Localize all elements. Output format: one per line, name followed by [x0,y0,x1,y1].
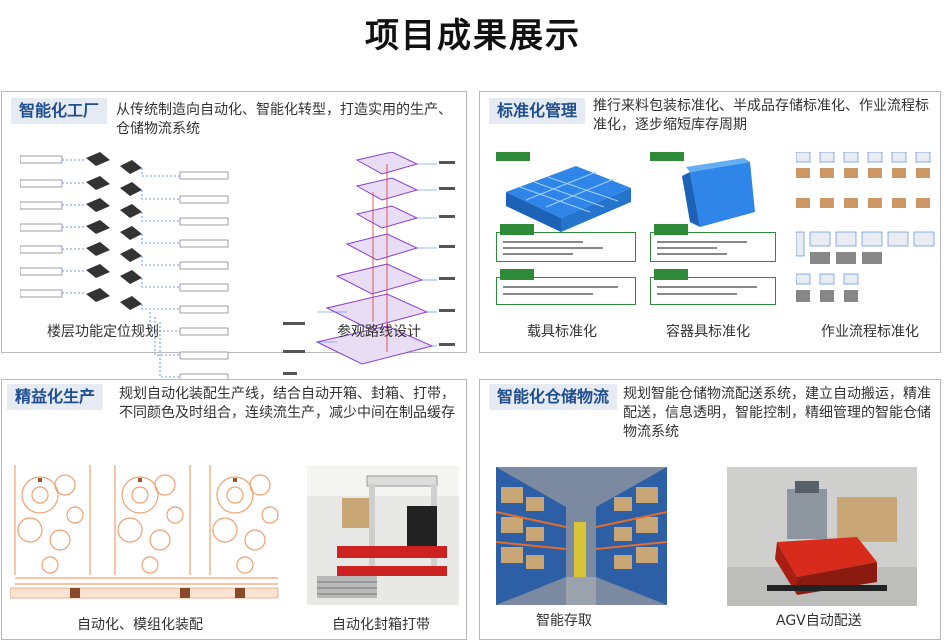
caption-smart-storage: 智能存取 [536,613,592,629]
panel-description: 规划自动化装配生产线，结合自动开箱、封箱、打带，不同颜色及时组合，连续流生产，减… [119,386,455,421]
caption-carrier-standard: 载具标准化 [527,324,597,340]
page-title: 项目成果展示 [365,16,581,56]
floor-function-diagram [20,152,229,382]
caption-floor-planning: 楼层功能定位规划 [47,324,159,340]
assembly-line-diagram [10,465,279,599]
pallet-image [496,152,631,232]
pallet-spec-card [496,224,636,262]
caption-container-standard: 容器具标准化 [666,324,750,340]
pallet-usage-card [496,269,636,305]
case-sealing-machine-photo [307,466,459,605]
panel-tag: 智能化仓储物流 [489,384,618,410]
panel-standardization: 标准化管理 推行来料包装标准化、半成品存储标准化、作业流程标准化，逐步缩短库存周… [479,91,941,353]
panel-tag: 精益化生产 [7,384,104,410]
container-spec-card [650,224,776,262]
panel-lean-production: 精益化生产 规划自动化装配生产线，结合自动开箱、封箱、打带，不同颜色及时组合，连… [1,379,467,640]
caption-workflow-standard: 作业流程标准化 [821,324,919,340]
container-usage-card [650,269,776,305]
panel-smart-factory: 智能化工厂 从传统制造向自动化、智能化转型，打造实用的生产、仓储物流系统 [1,91,467,382]
panel-tag: 标准化管理 [489,98,586,124]
agv-robot-photo [727,467,917,606]
storage-rack-photo [496,467,667,605]
caption-visit-route: 参观路线设计 [337,324,421,340]
caption-agv-delivery: AGV自动配送 [776,613,862,629]
container-image [650,152,755,227]
panel-smart-warehouse: 智能化仓储物流 规划智能仓储物流配送系统，建立自动搬运，精准配送，信息透明，智能… [479,379,941,640]
workflow-diagram [796,152,935,302]
panel-description: 推行来料包装标准化、半成品存储标准化、作业流程标准化，逐步缩短库存周期 [593,98,929,133]
panel-description: 规划智能仓储物流配送系统，建立自动搬运，精准配送，信息透明，智能控制，精细管理的… [623,386,931,440]
caption-case-sealing: 自动化封箱打带 [332,617,430,633]
panel-description: 从传统制造向自动化、智能化转型，打造实用的生产、仓储物流系统 [116,102,452,137]
visit-route-diagram [283,152,455,375]
caption-modular-assembly: 自动化、模组化装配 [77,617,203,633]
panel-tag: 智能化工厂 [11,98,108,124]
